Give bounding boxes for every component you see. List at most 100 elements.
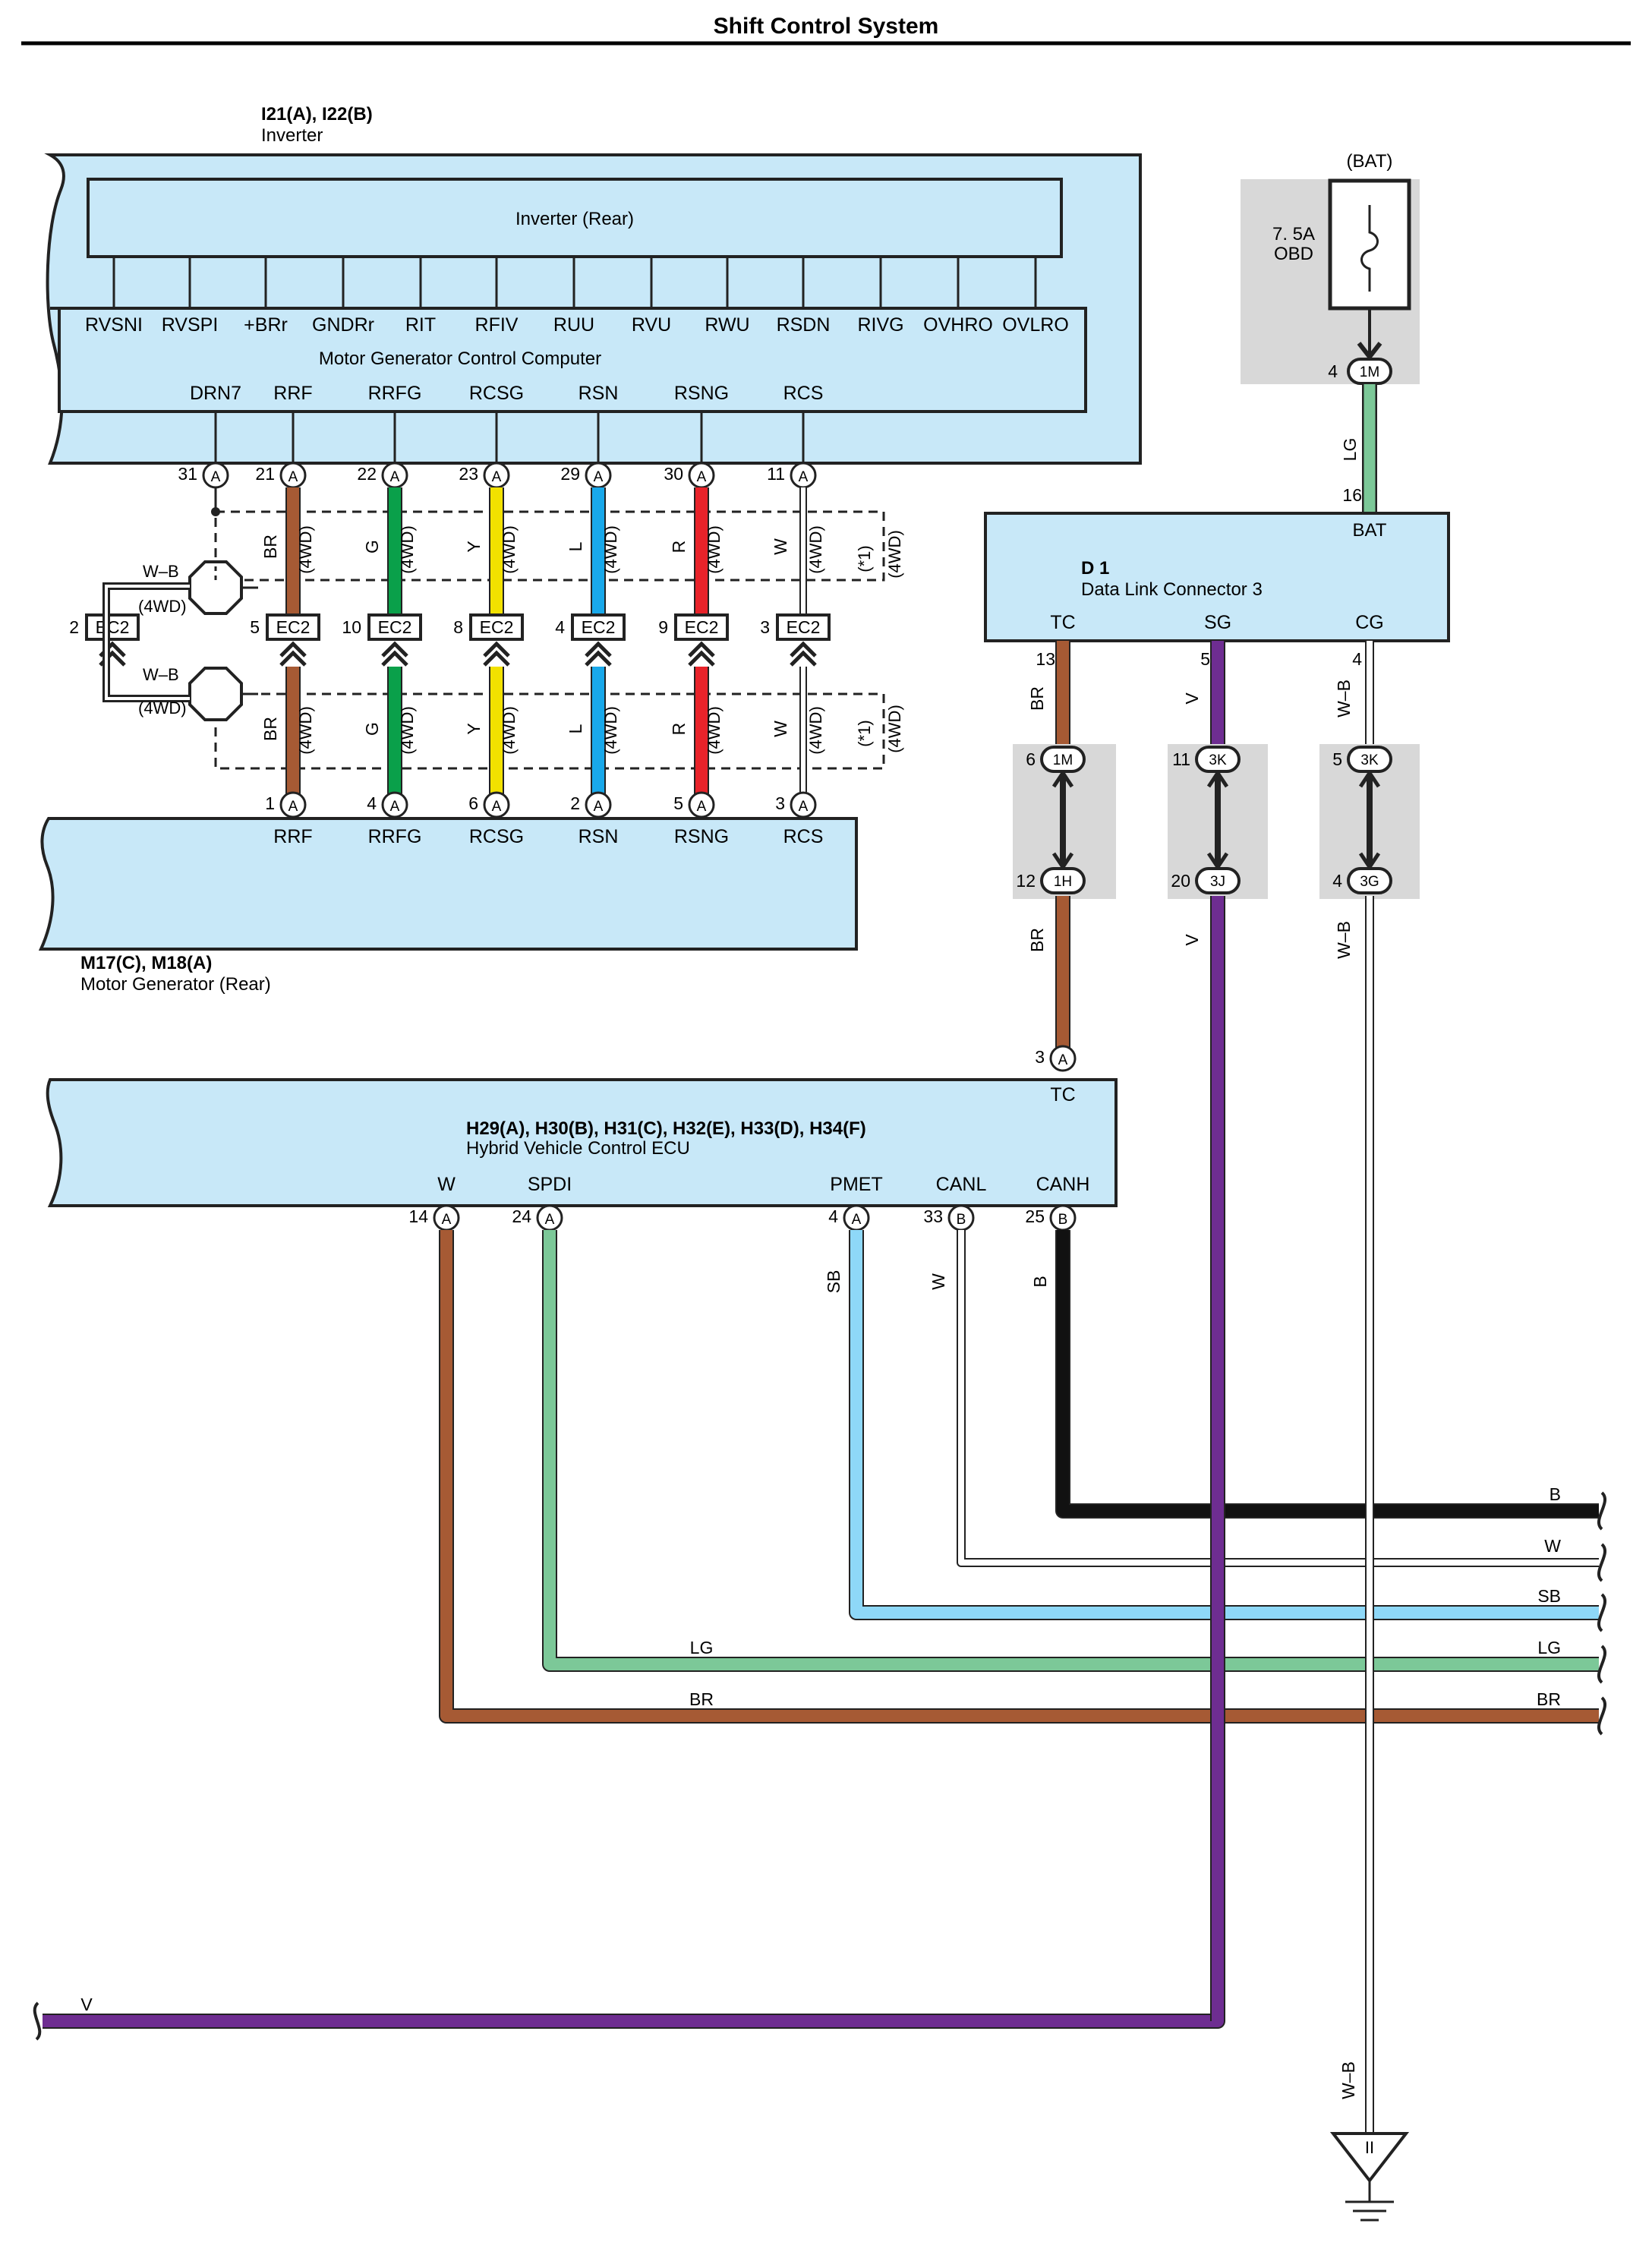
harness-dashed-box-lower	[214, 692, 885, 770]
fuse-pin-num: 4	[1328, 361, 1338, 381]
v-left-label: V	[80, 1995, 93, 2014]
harness-4wd-upper: (4WD)	[500, 525, 519, 574]
hv-ecu-pin-num: 33	[923, 1206, 943, 1226]
inverter-pin-num: 29	[560, 464, 580, 484]
dlc-pin-num: 5	[1200, 649, 1210, 669]
inverter-pin-num: 21	[255, 464, 275, 484]
inverter-pin-connector: A	[202, 462, 229, 489]
hv-ecu-pin-connector-letter: A	[545, 1212, 555, 1228]
ec2-pin-num: 3	[760, 617, 770, 637]
motor-generator-pin-connector: A	[688, 791, 715, 818]
motor-generator-pin-label: RSNG	[674, 826, 729, 847]
ec2-chevron-1	[381, 641, 408, 658]
junction-wire-label-upper: W–B	[1334, 680, 1354, 718]
inverter-pin-num: 31	[178, 464, 197, 484]
inverter-top-pin-label: +BRr	[244, 314, 288, 336]
output-break-mark	[1597, 1645, 1607, 1684]
inverter-top-pin-label: RVU	[632, 314, 671, 336]
ec2-box	[674, 613, 729, 641]
junction-bottom-label: 3J	[1210, 874, 1225, 890]
wire-canh-b	[1055, 1230, 1599, 1519]
motor-generator-codes: M17(C), M18(A)	[80, 953, 212, 973]
wire-canl-w	[957, 1230, 1599, 1567]
junction-bottom-num: 4	[1332, 871, 1342, 891]
motor-generator-pin-connector-circle	[790, 791, 817, 818]
inverter-top-pin-label: OVHRO	[923, 314, 993, 336]
hv-ecu-pin-label: CANL	[936, 1174, 987, 1195]
ground-symbol: II	[1329, 2132, 1410, 2222]
motor-generator-pin-connector-letter: A	[390, 799, 400, 815]
junction-top: 1M	[1040, 746, 1086, 773]
inverter-pin-connector-letter: A	[594, 469, 604, 485]
motor-generator-pin-num: 6	[468, 793, 478, 813]
dlc-bat-num: 16	[1342, 485, 1362, 505]
harness-wire-label-upper: W	[771, 538, 790, 555]
harness-dashed-box-upper	[214, 510, 885, 582]
hv-ecu-pin-num: 25	[1025, 1206, 1045, 1226]
hv-ecu-tc-connector: A	[1049, 1045, 1077, 1072]
fuse-conn-label: 1M	[1360, 364, 1379, 380]
inverter-top-pin-label: RFIV	[475, 314, 519, 336]
inverter-bottom-pin-label: DRN7	[190, 383, 241, 404]
inverter-top-pin-label: RIVG	[857, 314, 903, 336]
inverter-pin-connector-letter: A	[492, 469, 502, 485]
hv-ecu-pin-num: 4	[828, 1206, 838, 1226]
ec2-pin-num: 8	[453, 617, 463, 637]
harness-wire-label-upper: BR	[260, 535, 280, 559]
inverter-pin-connector: A	[688, 462, 715, 489]
shield-upper	[188, 560, 258, 615]
note-star-lower: (*1)	[855, 720, 874, 746]
shield-upper-wire-label: W–B	[143, 562, 179, 581]
ec2-box	[469, 613, 524, 641]
ec2-label: EC2	[787, 617, 821, 637]
wire-canh-b-fill	[1057, 1230, 1599, 1517]
wire-label-pmet: SB	[824, 1270, 843, 1294]
junction-bottom-num: 12	[1016, 871, 1036, 891]
ec2-chevron-2	[790, 650, 817, 667]
junction-wire-label-lower: W–B	[1334, 921, 1354, 959]
ec2-pin-num: 4	[555, 617, 565, 637]
harness-wire-label-upper: Y	[464, 541, 484, 552]
hv-ecu-tc-pin: TC	[1050, 1084, 1075, 1105]
output-label: B	[1550, 1484, 1561, 1504]
motor-generator-pin-num: 1	[265, 793, 275, 813]
ec2-label: EC2	[276, 617, 311, 637]
motor-generator-pin-connector: A	[279, 791, 307, 818]
junction-top-pill	[1347, 746, 1392, 773]
output-label: BR	[1537, 1689, 1561, 1709]
junction-bottom-pill	[1347, 867, 1392, 894]
inverter-top-pin-label: OVLRO	[1002, 314, 1069, 336]
inverter-bottom-pin-label: RCSG	[469, 383, 524, 404]
ec2-chevron-2	[279, 650, 307, 667]
mid-label-br: BR	[689, 1689, 714, 1709]
wire-canh-b-outline	[1055, 1230, 1599, 1519]
output-break-mark	[1597, 1593, 1607, 1632]
inverter-pin-connector: A	[381, 462, 408, 489]
motor-generator-pin-label: RCS	[783, 826, 824, 847]
junction-bottom: 3J	[1195, 867, 1241, 894]
motor-generator-pin-connector-circle	[688, 791, 715, 818]
ec2-box	[266, 613, 320, 641]
note-star-upper: (*1)	[855, 545, 874, 572]
harness-4wd-lower: (4WD)	[601, 706, 620, 755]
harness-wire-label-upper: G	[362, 540, 382, 554]
hv-ecu-pin-label: SPDI	[528, 1174, 572, 1195]
inverter-pin-connector: A	[279, 462, 307, 489]
inverter-bottom-pin-label: RRF	[273, 383, 312, 404]
harness-wire-label-upper: L	[566, 541, 585, 551]
output-break-mark	[1597, 1696, 1607, 1736]
motor-generator-pin-connector-letter: A	[492, 799, 502, 815]
dlc-name: Data Link Connector 3	[1081, 579, 1263, 600]
wire-pmet-sb-fill	[850, 1230, 1599, 1619]
ec2-chevron-1	[688, 641, 715, 658]
junction-top: 3K	[1195, 746, 1241, 773]
